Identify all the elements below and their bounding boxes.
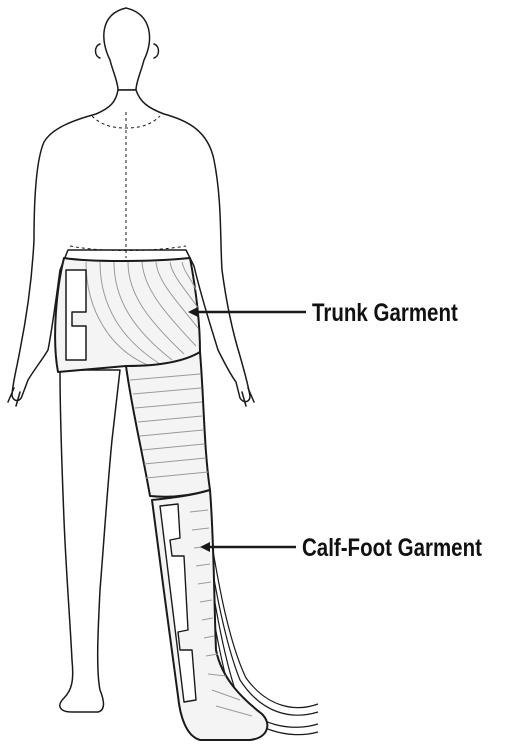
trunk-garment <box>55 258 200 372</box>
calf-foot-garment <box>152 490 267 740</box>
calf-foot-garment-label: Calf-Foot Garment <box>302 533 482 561</box>
left-leg <box>60 370 120 712</box>
trunk-garment-label: Trunk Garment <box>312 298 458 326</box>
callout-calf-foot: Calf-Foot Garment <box>200 533 482 561</box>
head <box>104 8 150 90</box>
thigh-garment <box>126 352 210 497</box>
